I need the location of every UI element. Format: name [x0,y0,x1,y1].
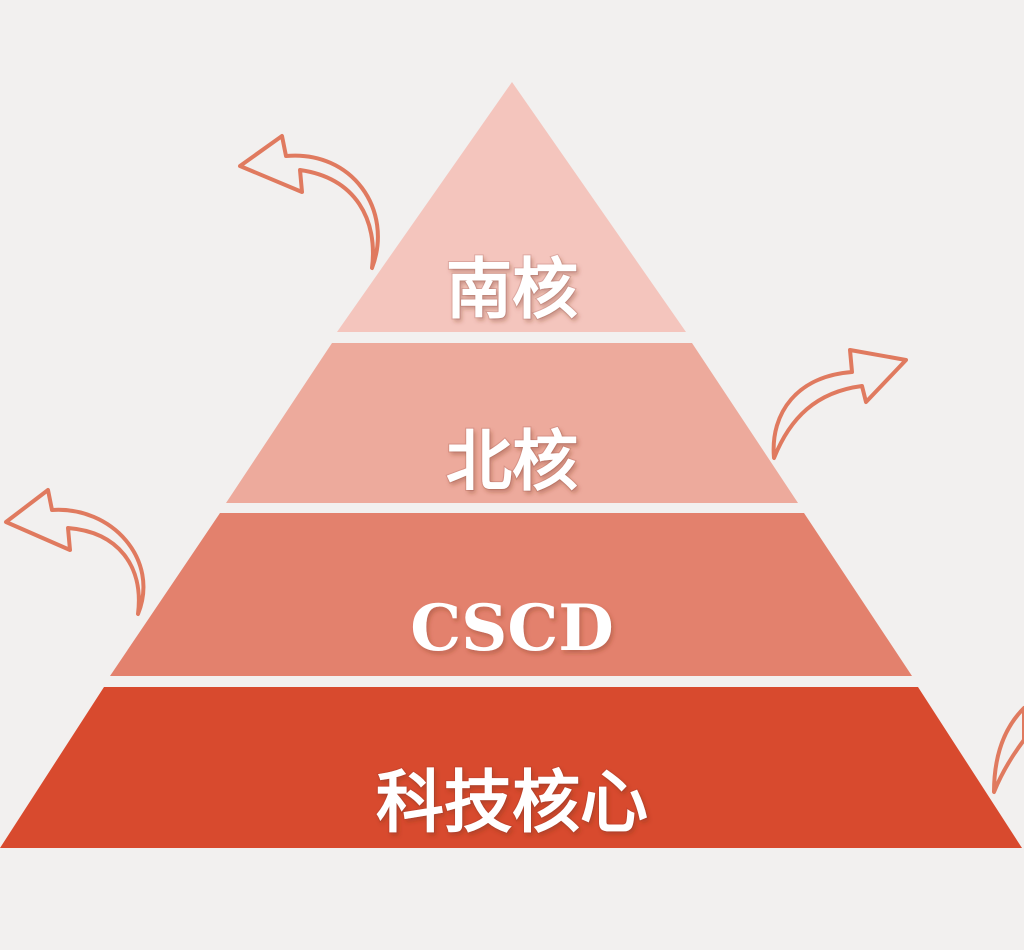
tier-4-shape [0,687,1022,848]
tier-1-shape [337,82,686,332]
tier-2-shape [226,343,798,503]
tier-1-label: 南核 [446,251,578,328]
tier-3-shape [110,513,912,676]
tier-2-label: 北核 [446,423,578,500]
curved-arrow-icon [992,706,1024,794]
curved-arrow-icon [4,488,146,616]
tier-4-label: 科技核心 [376,764,648,843]
curved-arrow-icon [771,348,908,460]
tier-3-label: CSCD [410,591,614,666]
curved-arrow-icon [238,134,380,270]
